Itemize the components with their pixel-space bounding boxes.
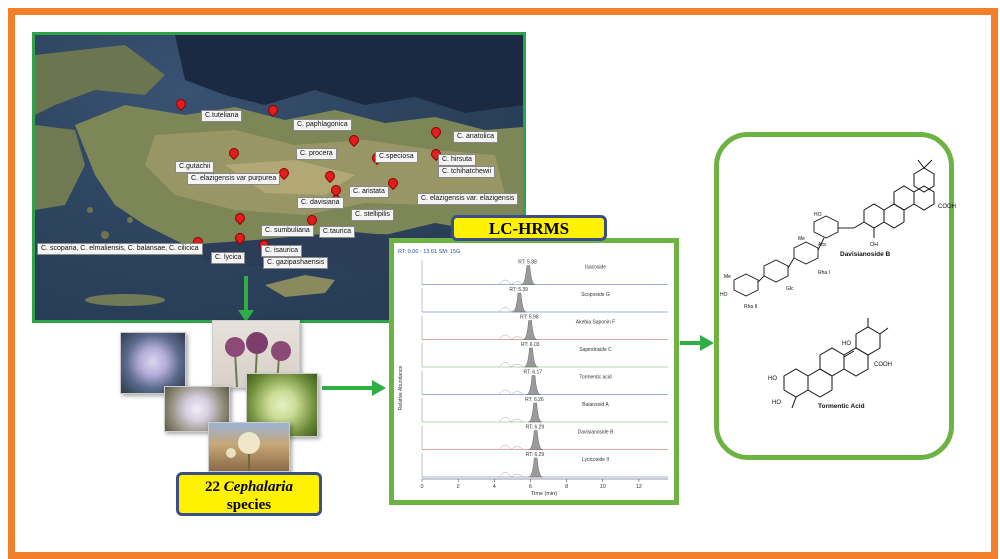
- cream-flowers: [226, 432, 260, 471]
- x-tick-label: 0: [420, 484, 423, 490]
- trace-compound-label: Isacoside: [585, 265, 606, 271]
- label-c-davisiana: C. davisiana: [297, 197, 344, 209]
- trace-rt-label: RT: 6.17: [524, 370, 543, 376]
- label-c-stellipilis: C. stellipilis: [351, 209, 395, 221]
- trace-rt-label: RT: 5.88: [518, 260, 537, 266]
- label-c-taurica: C.taurica: [319, 226, 356, 238]
- trace-peak: [528, 457, 543, 478]
- x-tick-label: 2: [457, 484, 460, 490]
- y-axis-label: Relative Abundance: [398, 366, 404, 411]
- davisianoside-oh: OH: [870, 242, 878, 248]
- tormentic-ho-1: HO: [842, 341, 851, 347]
- chemical-structures: COOH OH Ara Rha I Glc Rha II Me Me HO HO…: [720, 159, 956, 410]
- trace-compound-label: Balansoid A: [582, 402, 609, 408]
- trace-peak: [523, 347, 539, 368]
- label-c-sumbuliana: C. sumbuliana: [261, 225, 314, 237]
- x-ticks: 0 2 4 6 8 10 12: [420, 479, 642, 490]
- label-c-scoparia-group: C. scoparia, C. elmaliensis, C. balansae…: [37, 243, 203, 255]
- trace-rt-label: RT: 6.29: [526, 425, 545, 431]
- trace-rt-label: RT: 5.39: [509, 287, 528, 293]
- species-genus: Cephalaria: [223, 479, 293, 495]
- label-c-tuteliana: C.tuteliana: [201, 110, 243, 122]
- outer-frame: [8, 8, 998, 559]
- label-c-lycica: C. lycica: [211, 252, 246, 264]
- trace-hump: [498, 362, 524, 368]
- tormentic-ho-3: HO: [772, 400, 781, 406]
- trace-peak: [512, 292, 527, 313]
- trace-compound-label: Scoposide G: [581, 292, 610, 298]
- me-label-1: Me: [798, 236, 805, 242]
- trace-compound-label: Lycicoside II: [582, 457, 609, 463]
- davisianoside-b-skeleton: [853, 159, 935, 238]
- trace-hump: [498, 389, 524, 395]
- sugar-glc: Glc: [786, 286, 794, 292]
- trace-peak: [521, 265, 536, 285]
- trace-peak: [523, 320, 538, 340]
- trace-compound-label: Akebia Saponin F: [576, 320, 615, 326]
- lc-hrms-title: LC-HRMS: [451, 215, 607, 241]
- right-arrow-1: [322, 380, 386, 396]
- tormentic-acid-name: Tormentic Acid: [818, 403, 865, 410]
- ho-label-2: HO: [720, 292, 728, 298]
- x-tick-label: 12: [636, 484, 642, 490]
- flower-photo-1: [120, 332, 186, 394]
- label-c-tchihatchewii: C. tchihatchewii: [438, 166, 496, 178]
- label-c-gutachii: C.gutachii: [175, 161, 215, 173]
- x-axis-label: Time (min): [531, 491, 557, 497]
- label-c-paphlagonica: C. paphlagonica: [293, 119, 352, 131]
- species-count: 22: [205, 479, 221, 495]
- chromatogram: RT: 0.00 - 13.61 SM: 15G Relative Abunda…: [398, 249, 668, 497]
- tormentic-acid-skeleton: [783, 318, 889, 409]
- trace-hump: [498, 307, 524, 313]
- x-tick-label: 6: [529, 484, 532, 490]
- sugar-rha-i: Rha I: [818, 270, 830, 276]
- chromatogram-header: RT: 0.00 - 13.61 SM: 15G: [398, 249, 460, 255]
- trace-rt-label: RT: 6.26: [525, 397, 544, 403]
- trace-hump: [498, 444, 524, 450]
- label-c-aristata: C. aristata: [349, 186, 389, 198]
- davisianoside-b-name: Davisianoside B: [840, 251, 891, 258]
- ho-label-1: HO: [814, 212, 822, 218]
- trace-hump: [498, 417, 524, 423]
- species-word: species: [226, 497, 272, 513]
- trace-hump: [498, 334, 524, 340]
- label-c-isaurica: C. isaurica: [261, 245, 303, 257]
- davisianoside-cooh: COOH: [938, 204, 956, 210]
- flower-photo-5: [208, 422, 290, 472]
- species-count-box: 22 Cephalaria species: [176, 472, 322, 516]
- label-c-elazigensis-purpurea: C. elazigensis var purpurea: [187, 173, 281, 185]
- trace-hump: [498, 472, 524, 478]
- trace-rt-label: RT: 6.03: [521, 342, 540, 348]
- trace-compound-label: Davisianoside B: [578, 430, 615, 436]
- x-tick-label: 10: [600, 484, 606, 490]
- sugar-ara: Ara: [818, 242, 826, 248]
- label-c-speciosa: C.speciosa: [375, 151, 418, 163]
- label-c-elazigensis-elazigensis: C. elazigensis var. elazigensis: [417, 193, 519, 205]
- me-label-2: Me: [724, 274, 731, 280]
- trace-peak: [526, 375, 541, 395]
- tormentic-cooh: COOH: [874, 362, 892, 368]
- x-tick-label: 8: [565, 484, 568, 490]
- label-c-procera: C. procera: [296, 148, 337, 160]
- trace-peak: [528, 402, 543, 423]
- structures-panel: [714, 132, 954, 460]
- label-c-anatolica: C. anatolica: [453, 131, 498, 143]
- right-arrow-2: [680, 335, 714, 351]
- trace-peak: [528, 430, 543, 450]
- sugar-rha-ii: Rha II: [744, 304, 757, 310]
- trace-hump: [498, 279, 524, 285]
- tormentic-ho-2: HO: [768, 376, 777, 382]
- sugar-chain: [733, 215, 854, 297]
- trace-rt-label: RT: 5.98: [520, 315, 539, 321]
- down-arrow: [238, 276, 254, 322]
- label-c-gazipashaensis: C. gazipashaensis: [263, 257, 329, 269]
- lc-hrms-panel: RT: 0.00 - 13.61 SM: 15G Relative Abunda…: [389, 238, 679, 505]
- label-c-hirsuta: C. hirsuta: [438, 154, 476, 166]
- trace-rt-label: RT: 6.29: [526, 452, 545, 458]
- x-tick-label: 4: [493, 484, 496, 490]
- trace-compound-label: Sapindoside C: [579, 347, 612, 353]
- trace-compound-label: Tormentic acid: [579, 375, 611, 381]
